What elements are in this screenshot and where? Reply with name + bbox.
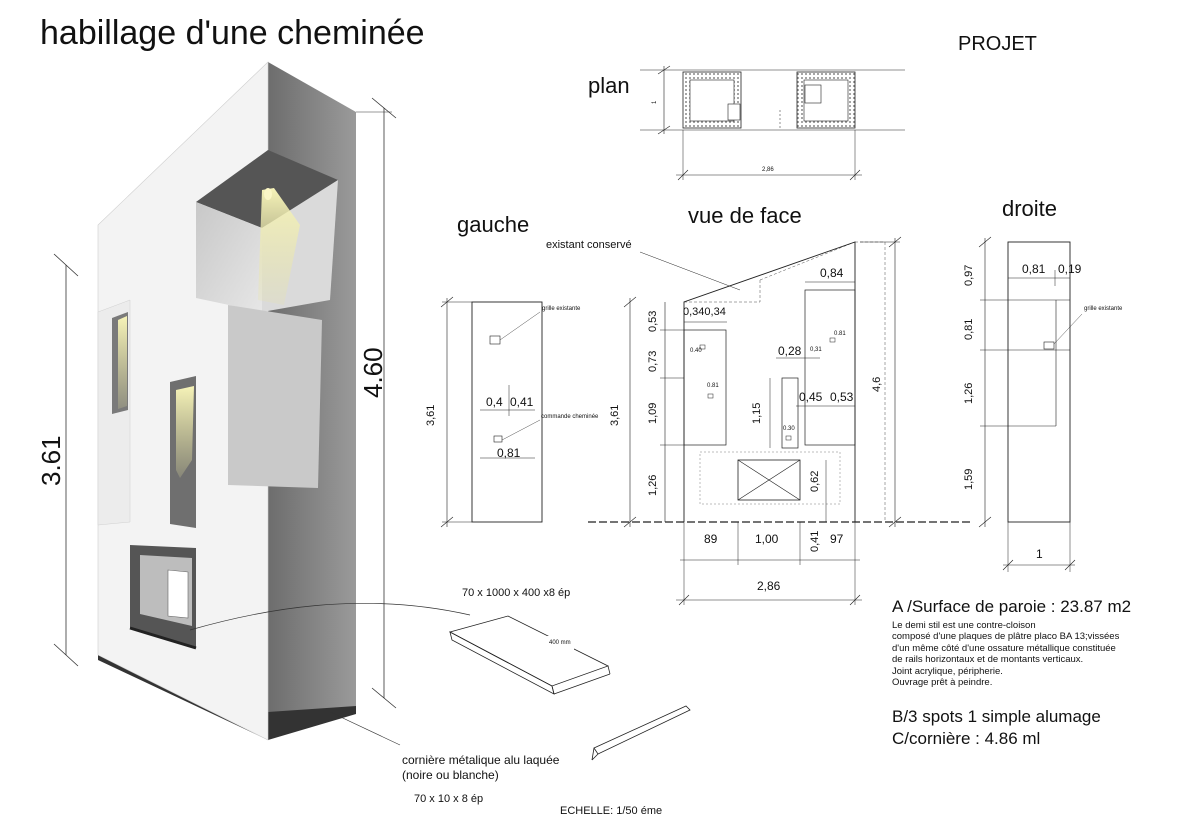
face-v-109: 1,09 [647, 402, 659, 424]
plan-label: plan [588, 73, 630, 98]
note-a-body: Le demi stil est une contre-cloison comp… [892, 620, 1119, 688]
face-v-115: 1,15 [751, 402, 763, 424]
render-upper-niche-glow [258, 188, 300, 305]
note-a-line: composé d'une plaques de plâtre placo BA… [892, 631, 1120, 643]
plan-view [640, 65, 905, 181]
face-h-053: 0,53 [830, 390, 854, 404]
corniere-dims: 70 x 10 x 8 ép [414, 793, 484, 805]
droite-grille-note: grille existante [1084, 306, 1123, 312]
gauche-dim-c: 0,81 [497, 446, 521, 460]
droite-v-159: 1,59 [963, 468, 975, 490]
render-mid-slot-glow [176, 386, 194, 478]
note-a-line: Joint acrylique, péripherie. [892, 665, 1003, 677]
note-a-line: Ouvrage prêt à peindre. [892, 677, 993, 689]
droite-bottom: 1 [1036, 547, 1043, 561]
note-a-line: Le demi stil est une contre-cloison [892, 620, 1036, 631]
project-status: PROJET [958, 33, 1037, 55]
sheet-title: habillage d'une cheminée [40, 14, 425, 52]
face-h-045: 0,45 [799, 390, 823, 404]
render-dim-left-tick-top [53, 253, 79, 277]
face-small-030: 0.30 [783, 426, 795, 432]
face-small-040: 0.40 [690, 348, 702, 354]
face-total-width: 2,86 [757, 579, 781, 593]
render-height-left: 3.61 [36, 435, 66, 486]
face-small-031: 0,31 [810, 347, 822, 353]
plan-width: 2,86 [762, 167, 774, 173]
droite-view [978, 236, 1083, 572]
face-v-073: 0,73 [647, 350, 659, 372]
corniere-leader [329, 711, 401, 746]
face-b-100: 1,00 [755, 532, 779, 546]
face-b-89: 89 [704, 532, 718, 546]
gauche-label: gauche [457, 212, 530, 237]
render-leader-curve [189, 603, 471, 631]
corniere-line1: cornière métalique alu laquée [402, 753, 560, 767]
face-h-028: 0,28 [778, 344, 802, 358]
render-height-right: 4.60 [358, 347, 388, 398]
shelf-depth: 400 mm [549, 640, 571, 646]
face-v-053: 0,53 [647, 310, 659, 332]
face-v-062: 0,62 [809, 470, 821, 492]
plan-side-mark: 1 [652, 100, 658, 104]
render-mid-panel [228, 305, 322, 488]
note-a-title: A /Surface de paroie : 23.87 m2 [892, 597, 1132, 616]
note-c-title: C/cornière : 4.86 ml [892, 729, 1041, 748]
face-label: vue de face [688, 203, 802, 228]
note-a-line: d'un même côté d'une ossature métallique… [892, 642, 1116, 654]
gauche-height: 3,61 [425, 404, 437, 426]
droite-v-097: 0,97 [963, 264, 975, 286]
render-3d [53, 61, 471, 741]
gauche-grille-note: grille existante [542, 306, 581, 312]
corniere-sketch [591, 705, 691, 761]
gauche-view [440, 296, 543, 528]
render-fireplace-lintel [129, 626, 197, 650]
gauche-commande-note: commande cheminée [541, 414, 599, 420]
face-view [588, 236, 970, 606]
gauche-dim-a: 0,4 [486, 395, 503, 409]
face-height-right: 4,6 [871, 376, 883, 392]
render-base-strip [98, 648, 356, 740]
face-v-041: 0,41 [809, 530, 821, 552]
face-small-081a: 0.81 [707, 383, 719, 389]
scale-label: ECHELLE: 1/50 éme [560, 805, 663, 817]
face-h-034: 0,340,34 [683, 306, 726, 318]
shelf-dims: 70 x 1000 x 400 x8 ép [462, 587, 571, 599]
droite-v-081: 0,81 [963, 318, 975, 340]
render-spot-upper [264, 188, 272, 200]
corniere-line2: (noire ou blanche) [402, 768, 499, 782]
note-a-line: de rails horizontaux et de montants vert… [892, 654, 1084, 666]
face-b-97: 97 [830, 532, 844, 546]
render-left-slot-glow [118, 316, 127, 409]
gauche-dim-b: 0,41 [510, 395, 534, 409]
render-fireplace-back [167, 569, 189, 619]
face-small-081b: 0.81 [834, 331, 846, 337]
face-height-left: 3,61 [609, 404, 621, 426]
droite-label: droite [1002, 196, 1058, 221]
droite-h-081: 0,81 [1022, 262, 1046, 276]
face-v-126: 1,26 [647, 474, 659, 496]
face-existant-note: existant conservé [546, 239, 632, 251]
note-b-title: B/3 spots 1 simple alumage [892, 707, 1101, 726]
render-dim-right-tick-bot [371, 687, 397, 709]
shelf-sketch [448, 615, 611, 695]
render-dim-right-tick-top [371, 97, 397, 119]
render-upper-niche-back [196, 202, 262, 312]
droite-v-126: 1,26 [963, 382, 975, 404]
droite-h-019: 0,19 [1058, 262, 1082, 276]
render-dim-left-tick-bot [53, 643, 79, 667]
face-h-084: 0,84 [820, 266, 844, 280]
